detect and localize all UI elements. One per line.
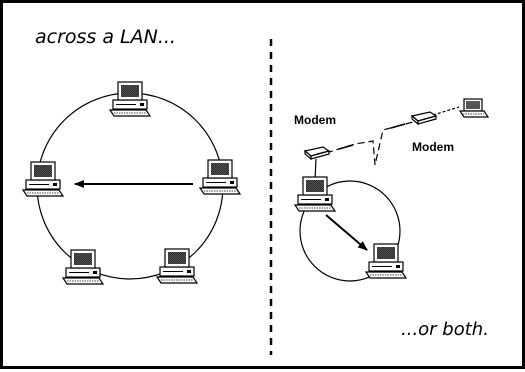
- right-caption: ...or both.: [401, 319, 489, 340]
- small-lan-transfer-arrow: [325, 214, 368, 251]
- lan-ring: [36, 92, 224, 280]
- modem-right-label: Modem: [412, 140, 454, 154]
- lan-computer-right: [199, 159, 241, 195]
- lan-computer-top: [109, 81, 151, 117]
- network-diagram: across a LAN... ...or both. Modem Modem: [22, 26, 489, 355]
- laptop-icon: [459, 98, 489, 118]
- lan-computer-left: [22, 161, 64, 197]
- small-lan-ring: [299, 180, 401, 282]
- small-lan-computer-bottom: [365, 243, 407, 279]
- modem-left-icon: [304, 146, 330, 160]
- modem-right-icon: [411, 111, 437, 125]
- lan-computer-bottom-right: [156, 248, 198, 284]
- left-caption: across a LAN...: [35, 26, 176, 48]
- small-lan-computer-top: [294, 176, 336, 212]
- lan-computer-bottom-left: [62, 249, 104, 285]
- modem-left-label: Modem: [294, 113, 336, 127]
- phone-line: [325, 120, 418, 166]
